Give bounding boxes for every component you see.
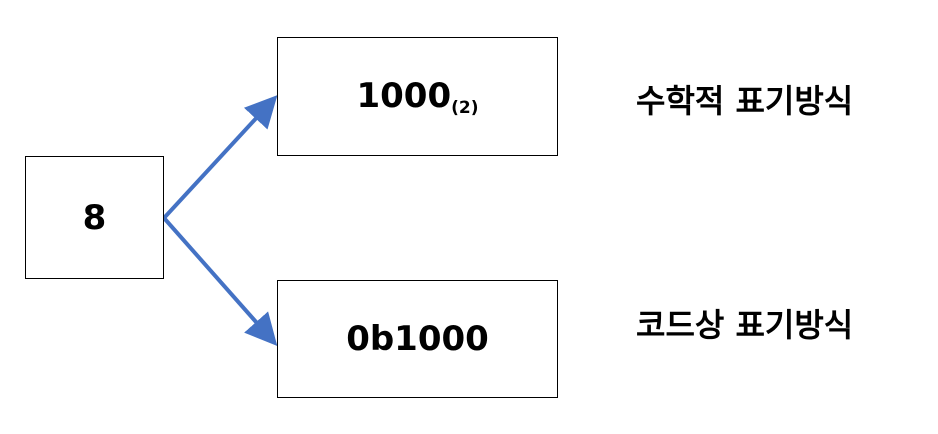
- base-subscript: (2): [451, 97, 479, 118]
- binary-value-math: 1000(2): [356, 76, 478, 118]
- decimal-value: 8: [82, 197, 107, 238]
- binary-digits: 1000: [356, 75, 452, 116]
- binary-value-code: 0b1000: [346, 319, 489, 359]
- decimal-value-box: 8: [25, 156, 164, 279]
- math-notation-label: 수학적 표기방식: [636, 82, 854, 120]
- arrow-to-code-notation: [162, 216, 278, 346]
- code-notation-box: 0b1000: [277, 280, 558, 398]
- code-notation-label: 코드상 표기방식: [636, 306, 854, 344]
- arrow-to-math-notation: [162, 95, 278, 220]
- math-notation-box: 1000(2): [277, 37, 558, 156]
